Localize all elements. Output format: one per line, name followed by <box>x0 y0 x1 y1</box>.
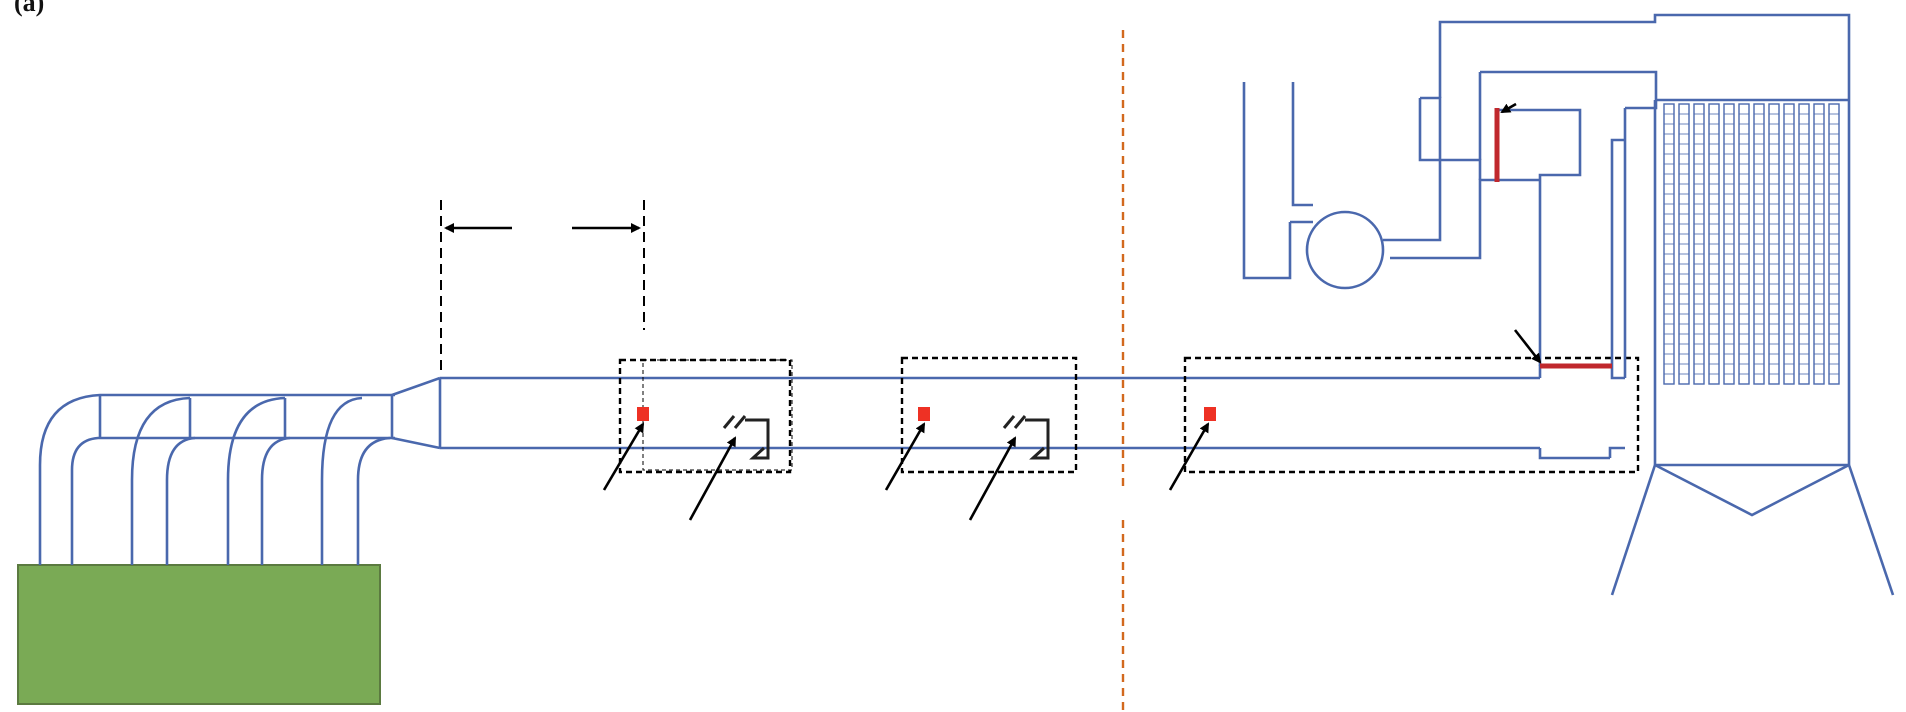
pointer-arrow-icon <box>884 422 926 491</box>
measurement-zone-3 <box>1183 356 1640 474</box>
fan-unit <box>1242 82 1497 290</box>
measurement-zone-1-outer <box>642 359 793 471</box>
pointer-arrow-icon <box>1168 422 1210 491</box>
pointer-arrow-icon <box>602 422 645 491</box>
source-block <box>17 564 381 705</box>
upper-duct <box>1418 13 1851 465</box>
sensor-marker-icon <box>918 407 930 421</box>
main-duct <box>438 364 1625 460</box>
pointer-arrow-icon <box>968 436 1017 521</box>
panel-label: (a) <box>14 0 45 17</box>
pointer-arrow-icon <box>1500 102 1517 114</box>
sensor-marker-icon <box>637 407 649 421</box>
baffle-icon <box>1002 415 1050 460</box>
transition-cone <box>391 376 441 450</box>
pointer-arrows <box>602 422 1210 521</box>
baffle-icon <box>722 415 770 460</box>
inlet-manifold <box>38 393 395 565</box>
collector-plates <box>1663 103 1840 385</box>
measurement-zone-2 <box>900 356 1078 474</box>
measurement-zone-1 <box>618 358 792 474</box>
dimension-marker <box>440 200 645 376</box>
precipitator <box>1610 98 1895 596</box>
pointer-arrow-icon <box>1513 329 1542 364</box>
sensor-marker-icon <box>1204 407 1216 421</box>
pointer-arrow-icon <box>688 436 737 521</box>
